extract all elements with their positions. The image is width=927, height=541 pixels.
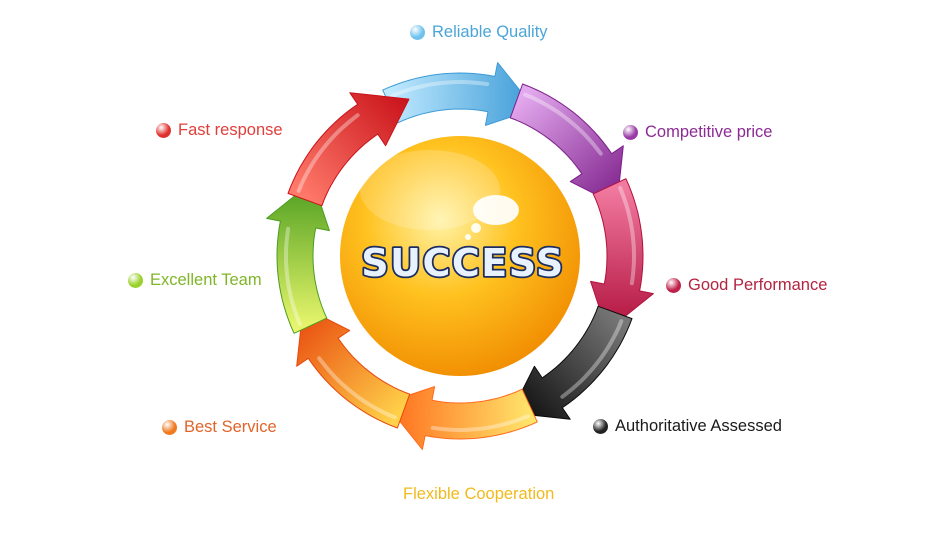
arrow-highlight	[618, 186, 636, 286]
label-text: Excellent Team	[150, 271, 262, 289]
label-flexible-cooperation: Flexible Cooperation	[403, 484, 554, 504]
cycle-arrows	[266, 62, 654, 450]
label-authoritative-assessed: Authoritative Assessed	[593, 416, 782, 436]
success-title: SUCCESS	[361, 241, 565, 285]
label-competitive-price: Competitive price	[623, 122, 772, 142]
bullet-dot-icon	[410, 24, 425, 40]
label-text: Best Service	[184, 418, 277, 436]
arrow-highlight	[390, 80, 490, 98]
speech-bubble-icon	[465, 195, 519, 240]
success-ball: SUCCESS	[340, 136, 580, 376]
label-best-service: Best Service	[162, 417, 277, 437]
bullet-dot-icon	[666, 277, 681, 293]
bullet-dot-icon	[623, 124, 638, 140]
label-text: Reliable Quality	[432, 23, 548, 41]
bullet-dot-icon	[162, 419, 177, 435]
arrow-highlight	[560, 319, 624, 399]
bullet-dot-icon	[128, 272, 143, 288]
label-reliable-quality: Reliable Quality	[410, 22, 548, 42]
label-text: Fast response	[178, 121, 283, 139]
arrow-highlight	[430, 414, 530, 432]
success-ball-highlight	[360, 150, 500, 230]
bullet-dot-icon	[156, 122, 171, 138]
label-text: Good Performance	[688, 276, 828, 294]
arrow-highlight	[296, 113, 360, 193]
label-fast-response: Fast response	[156, 120, 283, 140]
arrow-highlight	[523, 92, 603, 156]
arrow-highlight	[284, 226, 302, 326]
success-ball-sphere	[340, 136, 580, 376]
label-text: Competitive price	[645, 123, 773, 141]
bullet-dot-icon	[593, 418, 608, 434]
label-excellent-team: Excellent Team	[128, 270, 262, 290]
label-text: Authoritative Assessed	[615, 417, 782, 435]
label-good-performance: Good Performance	[666, 275, 827, 295]
arrow-highlight	[317, 356, 397, 420]
arrow-fast-response	[287, 92, 410, 207]
label-text: Flexible Cooperation	[403, 485, 555, 503]
